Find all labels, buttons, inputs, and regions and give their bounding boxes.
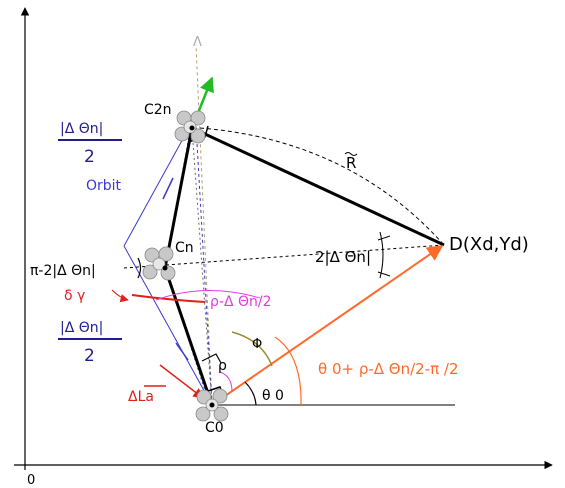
vertical-dashed-axis [195,44,213,406]
c0-label: C0 [205,420,224,436]
c2n-label: C2n [144,102,172,118]
phi-label: Φ [252,337,262,352]
pi-minus-label: π-2|Δ Θn| [30,263,96,279]
rho-minus-arc-2 [219,371,233,393]
segment-c2n-d [191,126,445,247]
rho-minus-label: ρ-Δ Θn/2 [210,294,271,310]
orbit-line-top [123,125,191,247]
delta-gamma-label: δ γ [64,288,85,304]
delta-la-arrow [159,364,204,399]
orbit-line-bottom [123,245,213,406]
delta-gamma-arc [131,294,206,303]
red-arc-arrow [111,289,129,303]
r-arc [199,127,445,246]
phi-arc [231,331,273,367]
d-label: D(Xd,Yd) [449,234,529,255]
origin-label: 0 [27,473,35,488]
robot-cn [142,246,176,281]
segment-c0-cn [163,267,214,406]
dashed-c2n-to-c0-ext [191,127,213,406]
rho-minus-arc [155,289,261,301]
frac-top-den: 2 [84,147,95,167]
theta-expression-label: θ 0+ ρ-Δ Θn/2-π /2 [318,360,459,378]
point-cn [162,265,168,271]
d-angle-tick-1 [377,235,391,241]
point-c2n [189,125,195,131]
frac-bot-num: |Δ Θn| [60,320,103,336]
theta0-arc [244,381,257,406]
d-angle-arc [379,231,384,279]
point-c0 [209,402,215,408]
two-delta-label: 2|Δ Θn| [315,248,371,266]
r-tilde [344,152,358,156]
orange-angle-arc [274,336,302,406]
robot-c2n [174,110,206,144]
orbit-chord [195,125,213,406]
bisector-bottom [164,267,209,401]
segment-cn-c2n [163,127,194,269]
frac-top-num: |Δ Θn| [60,121,103,137]
cn-label: Cn [175,240,194,256]
vector-c0-to-d [211,245,444,406]
axis-top-label: Λ [193,35,202,50]
d-angle-tick-2 [377,271,391,277]
r-label: R [346,154,356,172]
orbit-tick-2 [175,342,189,361]
delta-la-label: ΔLa [128,389,154,405]
rho-label: ρ [218,358,227,374]
frac-bot-den: 2 [84,346,95,366]
orbit-label: Orbit [86,178,122,194]
rho-hook [201,353,222,364]
orbit-tick [162,177,174,200]
theta0-label: θ 0 [262,388,284,404]
pi-angle-arc [137,257,142,279]
